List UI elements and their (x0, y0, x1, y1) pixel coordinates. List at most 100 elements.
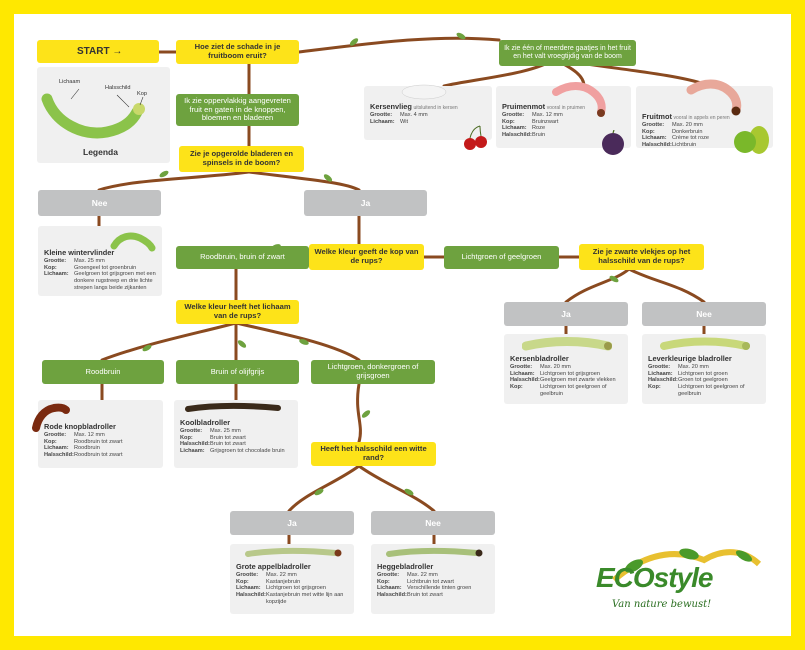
card-name: Kleine wintervlinder (44, 248, 115, 257)
card-row: Lichaam: Grijsgroen tot chocolade bruin (180, 448, 292, 455)
question-rolled-leaves[interactable]: Zie je opgerolde bladeren en spinsels in… (179, 146, 304, 172)
answer-surface-damage[interactable]: Ik zie oppervlakkig aangevreten fruit en… (176, 94, 299, 126)
question-damage[interactable]: Hoe ziet de schade in je fruitboom eruit… (176, 40, 299, 64)
larva-pink-icon (552, 82, 606, 117)
card-row: Lichaam:Roodbruin (44, 445, 157, 452)
question-white-edge[interactable]: Heeft het halsschild een witte rand? (311, 442, 436, 466)
answer-lichtgroen-geelgroen[interactable]: Lichtgroen of geelgroen (444, 246, 559, 269)
question-head-colour[interactable]: Welke kleur geeft de kop van de rups? (309, 244, 424, 270)
answer-roodbruin[interactable]: Roodbruin (42, 360, 164, 384)
branch (357, 464, 436, 513)
card-row: Grootte: Max. 20 mm (510, 364, 622, 371)
card-sub: uitsluitend in kersen (413, 105, 458, 111)
choice-nee-spots[interactable]: Nee (642, 302, 766, 326)
answer-olijfgrijs[interactable]: Bruin of olijfgrijs (176, 360, 299, 384)
card-row-value: Bruin tot zwart (210, 434, 246, 441)
branch (564, 267, 631, 304)
card-row-value: Roze (532, 125, 546, 132)
legend-card: Lichaam Halsschild Kop Legenda (37, 67, 170, 163)
card-name: Fruitmot (642, 112, 672, 121)
answer-fruit-holes[interactable]: Ik zie één of meerdere gaatjes in het fr… (499, 40, 636, 66)
flowchart-canvas: START → Hoe ziet de schade in je fruitbo… (14, 14, 791, 636)
card-row-value: Wit (400, 118, 409, 125)
card-row-key: Kop: (180, 434, 193, 441)
card-row: Kop:Lichtbruin tot zwart (377, 579, 489, 586)
card-row-value: Lichtgroen tot grijsgroen (540, 370, 601, 377)
leaf (404, 488, 414, 496)
card-row: Lichaam:Crème tot roze (642, 135, 767, 142)
card-row-key: Lichaam: (377, 585, 402, 592)
branch (97, 170, 251, 192)
question-body-colour[interactable]: Welke kleur heeft het lichaam van de rup… (176, 300, 299, 324)
cherry-icon (464, 125, 487, 150)
card-row-value: Max. 4 mm (400, 111, 428, 118)
branch (247, 170, 361, 192)
card-row: Grootte:Max. 25 mm (44, 258, 156, 265)
card-leverkleurige[interactable]: Leverkleurige bladroller Grootte:Max. 20… (642, 334, 766, 404)
card-row: Kop:Groengeel tot groenbruin (44, 265, 156, 272)
card-row-key: Kop: (502, 118, 515, 125)
card-row-key: Lichaam: (180, 448, 205, 455)
card-row-key: Grootte: (180, 427, 203, 434)
card-row-value: Bruin (532, 132, 546, 139)
card-row-key: Grootte: (44, 431, 67, 438)
card-row-value: Max. 20 mm (540, 363, 571, 370)
card-row-value: Bruin tot zwart (210, 441, 246, 448)
question-black-spots[interactable]: Zie je zwarte vlekjes op het halsschild … (579, 244, 704, 270)
card-row-value: Grijsgroen tot chocolade bruin (210, 448, 285, 455)
leaf (609, 275, 619, 283)
card-row: Grootte:Max. 12 mm (44, 432, 157, 439)
card-row: Grootte:Max. 20 mm (642, 122, 767, 129)
card-row-key: Halsschild: (648, 377, 678, 384)
card-fruitmot[interactable]: Fruitmot vooral in appels en peren Groot… (636, 79, 773, 154)
leaf (361, 410, 371, 418)
branch (627, 267, 706, 304)
card-row: Grootte:Max. 22 mm (236, 572, 348, 579)
card-name: Koolbladroller (180, 418, 231, 427)
choice-nee-edge[interactable]: Nee (371, 511, 495, 535)
card-row-key: Halsschild: (502, 132, 532, 139)
leaf (323, 174, 333, 182)
card-row: Grootte:Max. 12 mm (502, 112, 625, 119)
card-sub: vooral in pruimen (546, 105, 586, 111)
leaf (314, 488, 324, 496)
card-row-key: Lichaam: (236, 585, 261, 592)
card-row: Lichaam:Geelgroen tot grijsgroen met een… (44, 271, 156, 291)
card-row: Lichaam: Wit (370, 119, 486, 126)
card-row-key: Halsschild: (510, 377, 540, 384)
card-row: Halsschild:Bruin (502, 132, 625, 139)
card-row-key: Kop: (44, 438, 57, 445)
card-row-key: Grootte: (370, 111, 393, 118)
card-row-key: Kop: (377, 578, 390, 585)
answer-groen[interactable]: Lichtgroen, donkergroen of grijsgroen (311, 360, 435, 384)
card-row-value: Groen tot geelgroen (678, 377, 728, 384)
logo-brand: ECOstyle (596, 562, 713, 593)
caterpillar-redbrown-icon (32, 403, 70, 432)
card-row-key: Grootte: (510, 363, 533, 370)
card-kersenvlieg[interactable]: Kersenvlieg uitsluitend in kersen Groott… (364, 84, 492, 150)
card-row: Halsschild:Groen tot geelgroen (648, 377, 760, 384)
card-row-key: Halsschild: (236, 592, 266, 599)
card-row-key: Halsschild: (180, 441, 210, 448)
card-pruimenmot[interactable]: Pruimenmot vooral in pruimen Grootte:Max… (496, 82, 631, 155)
choice-ja-spots[interactable]: Ja (504, 302, 628, 326)
choice-ja-edge[interactable]: Ja (230, 511, 354, 535)
choice-nee-rolled[interactable]: Nee (38, 190, 161, 216)
leaf (349, 38, 359, 46)
card-appelbladroller[interactable]: Grote appelbladroller Grootte:Max. 22 mm… (230, 544, 354, 614)
card-row-value: Max. 25 mm (74, 257, 105, 264)
card-row-value: Max. 22 mm (266, 571, 297, 578)
card-row-value: Max. 20 mm (678, 363, 709, 370)
card-row-key: Lichaam: (370, 118, 395, 125)
ecostyle-logo: ECOstyle Van nature bewust! (594, 544, 774, 619)
card-name: Rode knopbladroller (44, 422, 116, 431)
card-row: Kop:Kastanjebruin (236, 579, 348, 586)
choice-ja-rolled[interactable]: Ja (304, 190, 427, 216)
answer-roodbruin-zwart[interactable]: Roodbruin, bruin of zwart (176, 246, 309, 269)
card-row: Halsschild:Lichtbruin (642, 142, 767, 149)
